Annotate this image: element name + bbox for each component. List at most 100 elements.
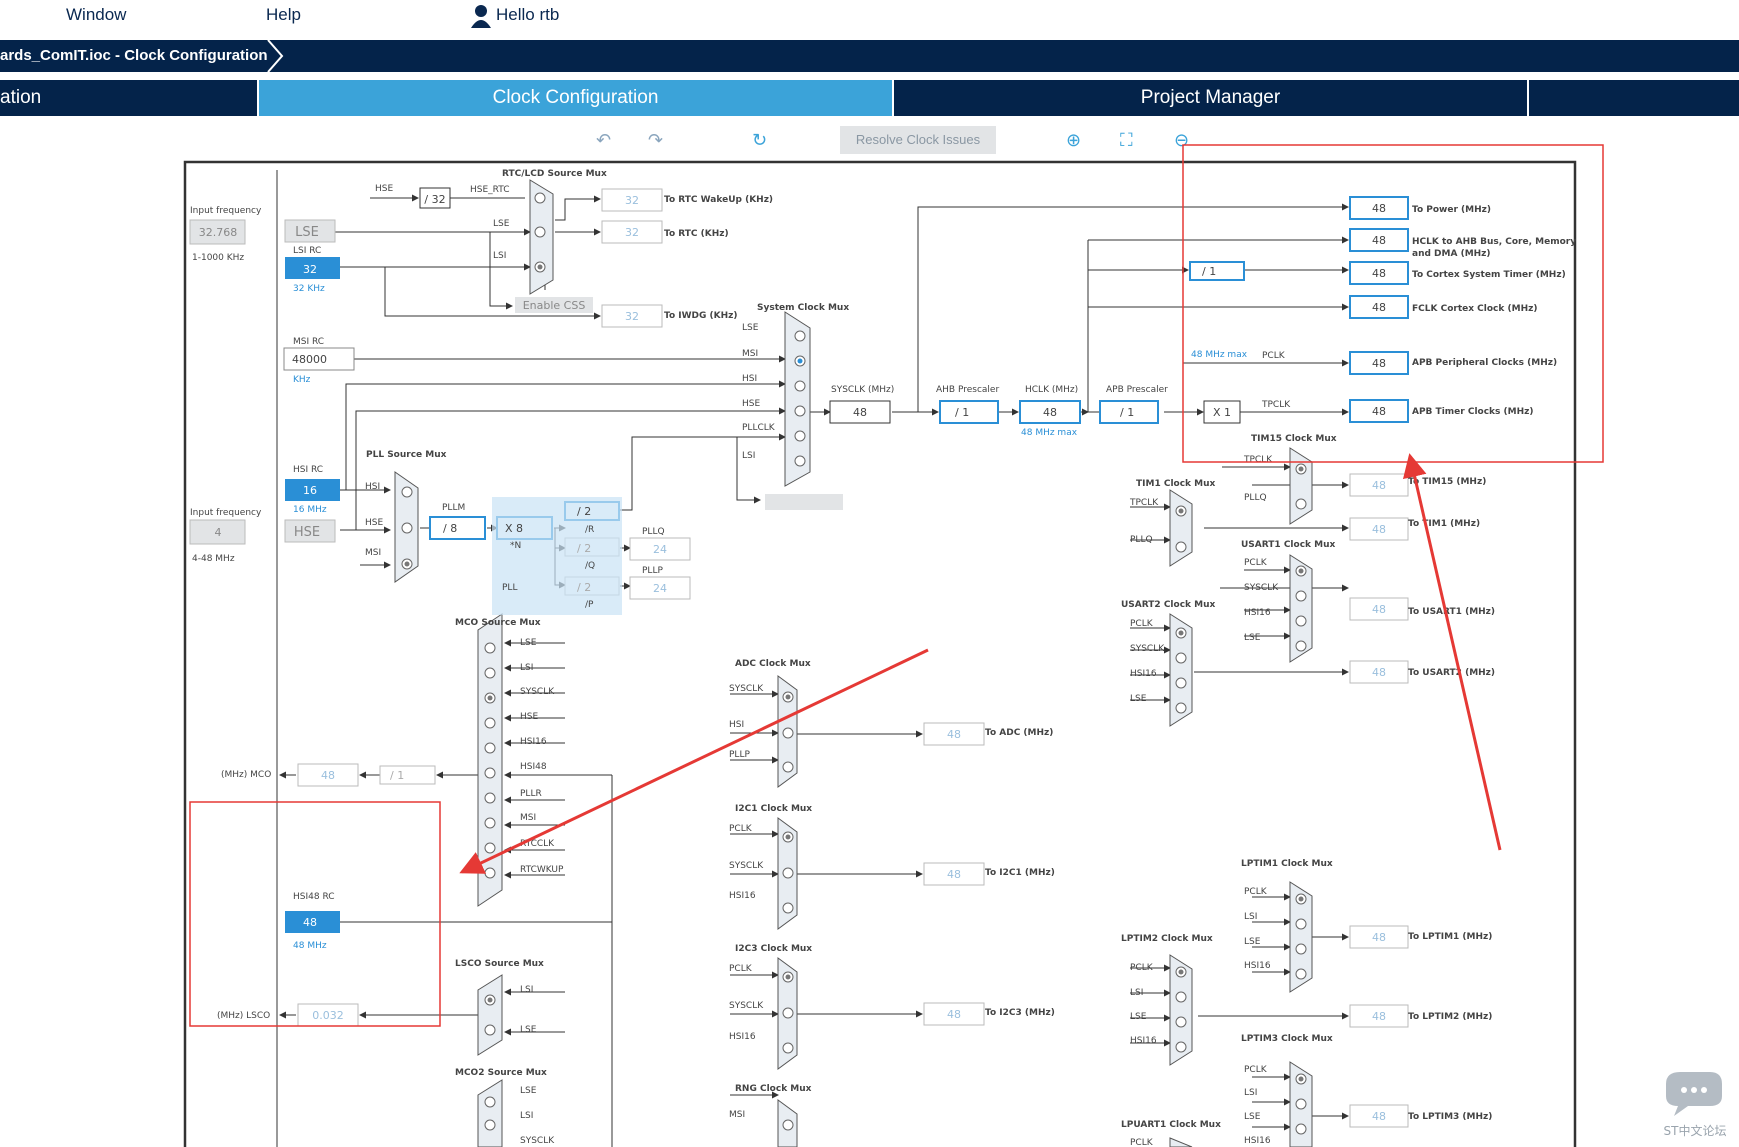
svg-text:LSE: LSE [1130, 1012, 1147, 1022]
svg-text:HSI: HSI [729, 720, 744, 730]
svg-text:MSI: MSI [365, 548, 381, 558]
menu-user[interactable]: Hello rtb [496, 5, 560, 24]
svg-text:32: 32 [303, 263, 317, 276]
svg-text:X 8: X 8 [505, 522, 523, 535]
svg-text:HSI48 RC: HSI48 RC [293, 892, 335, 902]
svg-text:SYSCLK: SYSCLK [729, 684, 764, 694]
fit-icon[interactable]: ⛶ [1120, 130, 1133, 151]
svg-text:48: 48 [947, 868, 961, 881]
usart1-clock-mux[interactable] [1289, 554, 1313, 663]
svg-text:SYSCLK: SYSCLK [1244, 583, 1279, 593]
undo-icon[interactable]: ↶ [596, 130, 612, 151]
user-icon[interactable] [470, 4, 492, 28]
tab-clock-configuration[interactable]: Clock Configuration [259, 80, 894, 116]
lptim2-clock-mux[interactable] [1169, 954, 1193, 1066]
svg-text:PCLK: PCLK [1244, 887, 1268, 897]
svg-text:AHB Prescaler: AHB Prescaler [936, 385, 999, 395]
svg-text:Enable CSS: Enable CSS [523, 299, 586, 312]
svg-text:/ 1: / 1 [1202, 265, 1216, 278]
svg-text:/ 2: / 2 [577, 542, 591, 555]
mco-source-mux[interactable] [477, 613, 503, 907]
redo-icon[interactable]: ↷ [648, 130, 664, 151]
usart2-clock-mux[interactable] [1169, 613, 1193, 727]
svg-text:48 MHz: 48 MHz [293, 941, 327, 951]
svg-text:ADC Clock Mux: ADC Clock Mux [735, 659, 811, 669]
svg-text:48: 48 [1372, 234, 1386, 247]
tab-project-manager[interactable]: Project Manager [894, 80, 1529, 116]
svg-text:LSE: LSE [520, 638, 537, 648]
svg-text:(MHz) LSCO: (MHz) LSCO [217, 1011, 270, 1021]
system-clock-mux[interactable] [784, 311, 811, 487]
svg-text:/R: /R [585, 525, 594, 535]
svg-text:LSI: LSI [1244, 912, 1257, 922]
svg-text:PLLQ: PLLQ [1244, 493, 1267, 503]
svg-text:LSE: LSE [520, 1086, 537, 1096]
svg-text:HSI: HSI [365, 482, 380, 492]
svg-text:PLLP: PLLP [642, 566, 663, 576]
svg-text:MSI RC: MSI RC [293, 337, 324, 347]
svg-text:PCLK: PCLK [729, 964, 753, 974]
svg-text:USART2 Clock Mux: USART2 Clock Mux [1121, 600, 1216, 610]
svg-text:MCO2 Source Mux: MCO2 Source Mux [455, 1068, 547, 1078]
svg-text:RTCWKUP: RTCWKUP [520, 865, 564, 875]
svg-text:PCLK: PCLK [729, 824, 753, 834]
svg-text:32: 32 [625, 226, 639, 239]
svg-text:HSE_RTC: HSE_RTC [470, 185, 510, 195]
svg-text:To Cortex System Timer (MHz): To Cortex System Timer (MHz) [1412, 270, 1566, 280]
svg-text:PCLK: PCLK [1244, 558, 1268, 568]
tim15-clock-mux[interactable] [1289, 447, 1313, 525]
lptim1-clock-mux[interactable] [1289, 881, 1313, 993]
lsco-source-mux[interactable] [477, 974, 503, 1056]
svg-text:LSI: LSI [520, 985, 533, 995]
svg-text:PLLQ: PLLQ [642, 527, 665, 537]
tab-pinout[interactable]: ation [0, 80, 259, 116]
svg-text:TIM1 Clock Mux: TIM1 Clock Mux [1136, 479, 1216, 489]
refresh-icon[interactable]: ↻ [752, 130, 768, 151]
svg-text:LPTIM1 Clock Mux: LPTIM1 Clock Mux [1241, 859, 1333, 869]
forum-logo-icon [1666, 1072, 1722, 1116]
svg-text:PLLQ: PLLQ [1130, 535, 1153, 545]
svg-text:LSI: LSI [1130, 988, 1143, 998]
svg-text:To USART2 (MHz): To USART2 (MHz) [1408, 668, 1495, 678]
zoom-in-icon[interactable]: ⊕ [1066, 130, 1082, 151]
svg-text:PLLM: PLLM [442, 503, 465, 513]
svg-text:LSI: LSI [493, 251, 506, 261]
mco2-source-mux[interactable] [477, 1079, 503, 1147]
svg-text:HSI16: HSI16 [520, 737, 547, 747]
svg-text:HSI16: HSI16 [1244, 1136, 1271, 1146]
menu-window[interactable]: Window [66, 5, 127, 24]
svg-text:To RTC WakeUp (KHz): To RTC WakeUp (KHz) [664, 195, 773, 205]
svg-text:APB Timer Clocks (MHz): APB Timer Clocks (MHz) [1412, 407, 1533, 417]
svg-text:/P: /P [585, 600, 594, 610]
watermark-text: ST中文论坛 [1663, 1124, 1727, 1138]
svg-text:SYSCLK: SYSCLK [520, 687, 555, 697]
svg-text:MSI: MSI [520, 813, 536, 823]
svg-text:I2C1 Clock Mux: I2C1 Clock Mux [735, 804, 812, 814]
svg-text:HSE: HSE [375, 184, 393, 194]
breadcrumb-title[interactable]: ards_ComIT.ioc - Clock Configuration [0, 47, 268, 64]
svg-text:MSI: MSI [742, 349, 758, 359]
resolve-clock-issues-button[interactable]: Resolve Clock Issues [840, 126, 996, 154]
toolbar: ↶ ↷ ↻ Resolve Clock Issues ⊕ ⛶ ⊖ [0, 122, 1739, 156]
svg-text:HSI: HSI [742, 374, 757, 384]
svg-text:LSCO Source Mux: LSCO Source Mux [455, 959, 544, 969]
svg-text:To LPTIM2 (MHz): To LPTIM2 (MHz) [1408, 1012, 1492, 1022]
tim1-clock-mux[interactable] [1169, 489, 1193, 567]
svg-text:LSI: LSI [520, 663, 533, 673]
svg-text:FCLK Cortex Clock (MHz): FCLK Cortex Clock (MHz) [1412, 304, 1537, 314]
lpuart1-clock-mux[interactable] [1169, 1137, 1193, 1147]
svg-text:48 MHz max: 48 MHz max [1021, 428, 1078, 438]
svg-text:System Clock Mux: System Clock Mux [757, 303, 849, 313]
svg-text:TIM15 Clock Mux: TIM15 Clock Mux [1251, 434, 1337, 444]
svg-text:48: 48 [1372, 301, 1386, 314]
svg-text:LSE: LSE [520, 1025, 537, 1035]
svg-text:PLL: PLL [502, 583, 517, 593]
svg-text:/ 2: / 2 [577, 581, 591, 594]
svg-text:KHz: KHz [293, 375, 311, 385]
svg-text:Input frequency: Input frequency [190, 508, 262, 518]
tab-bar: ation Clock Configuration Project Manage… [0, 80, 1739, 116]
menu-help[interactable]: Help [266, 5, 301, 24]
svg-text:48: 48 [947, 1008, 961, 1021]
svg-text:HSI16: HSI16 [729, 891, 756, 901]
